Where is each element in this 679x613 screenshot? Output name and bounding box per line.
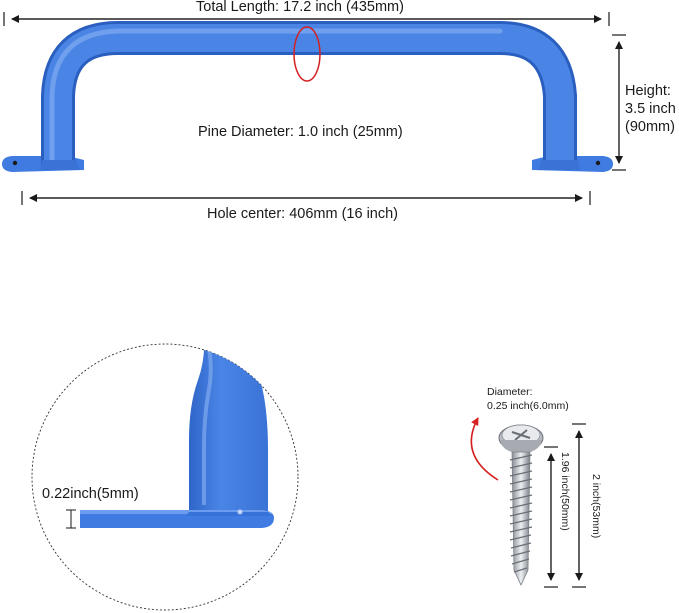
screw-thread-length-label: 1.96 inch(50mm) <box>559 452 571 531</box>
plate-thickness-label: 0.22inch(5mm) <box>42 486 139 502</box>
diameter-ring <box>293 26 321 82</box>
height-label-line1: Height: <box>625 83 671 99</box>
total-length-dimension <box>3 12 610 26</box>
pipe-diameter-label: Pine Diameter: 1.0 inch (25mm) <box>198 124 403 140</box>
height-label-line2: 3.5 inch <box>625 101 676 117</box>
screw-diameter-label-line1: Diameter: <box>487 386 533 398</box>
hole-center-dimension <box>21 191 591 205</box>
zoom-detail-circle <box>31 343 299 611</box>
screw-illustration <box>498 424 544 586</box>
screw-total-length-label: 2 inch(53mm) <box>590 474 602 539</box>
screw-diameter-label-line2: 0.25 inch(6.0mm) <box>487 400 569 412</box>
hole-center-label: Hole center: 406mm (16 inch) <box>207 206 398 222</box>
screw-total-dimension <box>572 423 586 588</box>
plate-thickness-dimension <box>66 509 76 529</box>
grab-handle <box>2 20 613 172</box>
screw-diameter-arrow <box>470 417 499 481</box>
height-dimension <box>612 34 626 171</box>
height-label-line3: (90mm) <box>625 119 675 135</box>
screw-thread-dimension <box>544 446 558 588</box>
total-length-label: Total Length: 17.2 inch (435mm) <box>196 0 404 15</box>
